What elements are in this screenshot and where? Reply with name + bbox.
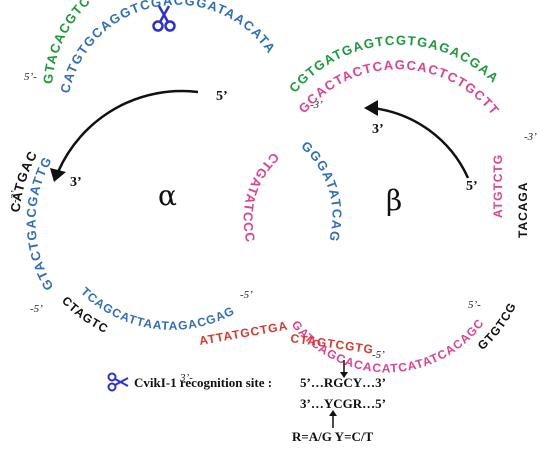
cut-site-5prime-label: -5’ xyxy=(372,349,385,361)
recognition-label: CvikI-1 recognition site : xyxy=(134,375,272,390)
alpha-bottom-3prime-label: 3’- xyxy=(179,372,193,384)
beta-right-pink-strand: ATGTCTG xyxy=(491,154,505,218)
overlap-pink-strand: CTGATATCCC xyxy=(240,150,282,245)
beta-circle: CGTGATGAGTCGTGAGACGAA GCACTACTCAGCACTCTG… xyxy=(286,33,537,376)
alpha-bottom-5prime-label: -5’ xyxy=(240,289,253,301)
beta-arrow-3prime: 3’ xyxy=(372,122,384,137)
alpha-label: α xyxy=(158,179,177,212)
alpha-direction-arrow xyxy=(56,89,199,173)
beta-arrowhead xyxy=(364,100,378,116)
overlap-blue-strand: GGGATATCAG xyxy=(298,138,344,244)
alpha-top-blue-strand: CATGTGCAGGTCGACGGATAACATA xyxy=(57,0,279,95)
beta-top-3prime-label: -3’ xyxy=(524,131,537,143)
alpha-arrow-5prime: 5’ xyxy=(216,89,228,104)
down-arrow-icon xyxy=(340,360,348,378)
alpha-top-3prime-label: -3’ xyxy=(310,99,323,111)
recognition-site-note: CvikI-1 recognition site : 5’…RGCY…3’ 3’… xyxy=(107,360,386,444)
beta-arrow-5prime: 5’ xyxy=(466,179,478,194)
recognition-top-strand: 5’…RGCY…3’ xyxy=(300,375,386,390)
nucleotide-legend: R=A/G Y=C/T xyxy=(292,429,373,444)
scissors-icon xyxy=(107,372,129,392)
beta-label: β xyxy=(386,184,402,217)
alpha-arrowhead xyxy=(50,168,66,182)
alpha-arrow-3prime: 3’ xyxy=(70,175,82,190)
alpha-left-3prime-label: -3’ xyxy=(9,190,21,203)
beta-direction-arrow xyxy=(371,106,470,179)
scissors-icon xyxy=(152,5,176,32)
alpha-top-5prime-label: 5’- xyxy=(24,71,37,83)
beta-bottom-5prime-label: 5’- xyxy=(468,299,481,311)
beta-right-black-strand: TACAGA xyxy=(516,182,530,238)
recognition-bottom-strand: 3’…YCGR…5’ xyxy=(300,396,386,411)
alpha-left-blue-strand: GTACTGACGATTGAA xyxy=(0,0,56,293)
up-arrow-icon xyxy=(329,410,337,428)
alpha-left-5prime-label: -5’ xyxy=(30,303,43,315)
